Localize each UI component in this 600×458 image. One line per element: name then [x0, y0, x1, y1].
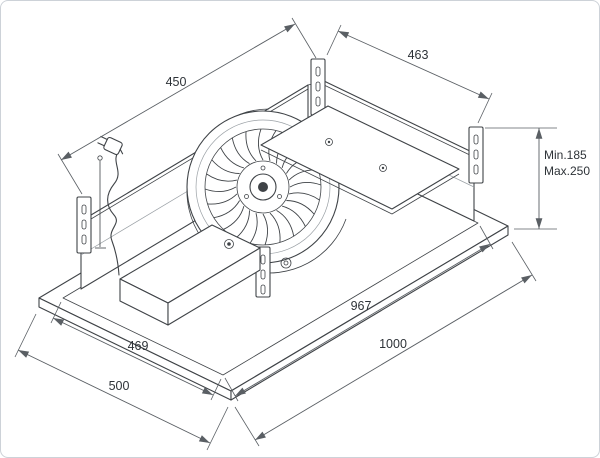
dim-463: 463: [326, 24, 493, 124]
extension-line: [50, 301, 62, 324]
mounting-bracket-left: [76, 196, 92, 254]
cover-screw-dot: [327, 140, 331, 144]
cable-gland: [224, 239, 234, 249]
dim-height: Min.185 Max.250: [485, 127, 590, 230]
extension-line: [291, 17, 317, 59]
extension-line: [210, 378, 222, 401]
mounting-bracket-back: [310, 58, 326, 116]
dimension-line: [254, 274, 533, 441]
mounting-bracket-right: [468, 126, 484, 184]
extension-line: [477, 92, 493, 124]
fan-hub-bolt: [260, 165, 266, 171]
dimension-label: 469: [128, 339, 149, 353]
dim-500: 500: [14, 313, 229, 451]
fan-hub-cap: [258, 182, 268, 192]
extension-line: [479, 225, 494, 250]
cable-gland-dot: [227, 242, 231, 246]
dimension-label: 967: [351, 299, 372, 313]
extension-line: [206, 406, 229, 451]
hood-unit: [38, 58, 509, 401]
cover-screw-dot: [381, 166, 385, 170]
power-plug-icon: [97, 135, 124, 155]
dim-450: 450: [57, 17, 317, 195]
power-cord: [107, 149, 121, 276]
dimension-line: [17, 349, 211, 444]
extension-line: [511, 241, 537, 282]
dimension-label: 450: [166, 75, 187, 89]
outlet-cover-plate: [260, 105, 460, 215]
dimension-label-min: Min.185: [544, 148, 587, 162]
extension-line: [57, 153, 83, 195]
dimension-label: 500: [109, 379, 130, 393]
cover-screw: [379, 164, 387, 172]
dimension-annotations: 450 463 Min.185 Max.250 967 1000: [14, 17, 590, 451]
dimension-label-max: Max.250: [544, 164, 590, 178]
extension-line: [224, 377, 239, 402]
extension-line: [326, 24, 342, 56]
cover-screw: [325, 138, 333, 146]
dimension-label: 463: [408, 48, 429, 62]
fan-blade-ring-inner: [236, 160, 290, 214]
fan-hub-bolt: [277, 194, 282, 199]
dimension-line: [337, 30, 490, 100]
dimension-label: 1000: [379, 337, 407, 351]
fan-hub-bolt: [244, 194, 249, 199]
dim-1000: 1000: [234, 241, 537, 447]
dimension-line: [60, 23, 296, 161]
